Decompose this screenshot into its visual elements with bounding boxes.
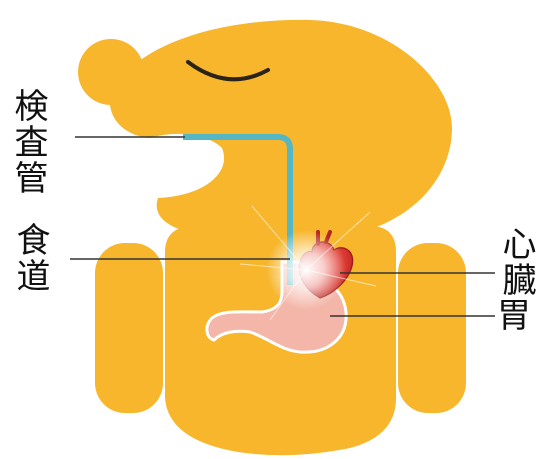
label-scope: 検査管 (8, 88, 48, 196)
left-arm (95, 243, 163, 413)
label-stomach: 胃 (497, 296, 531, 336)
figure-head (78, 20, 452, 238)
label-esophagus: 食道 (10, 222, 50, 294)
head-shape (110, 20, 452, 238)
label-heart: 心臓 (496, 226, 536, 298)
right-arm (398, 243, 466, 413)
